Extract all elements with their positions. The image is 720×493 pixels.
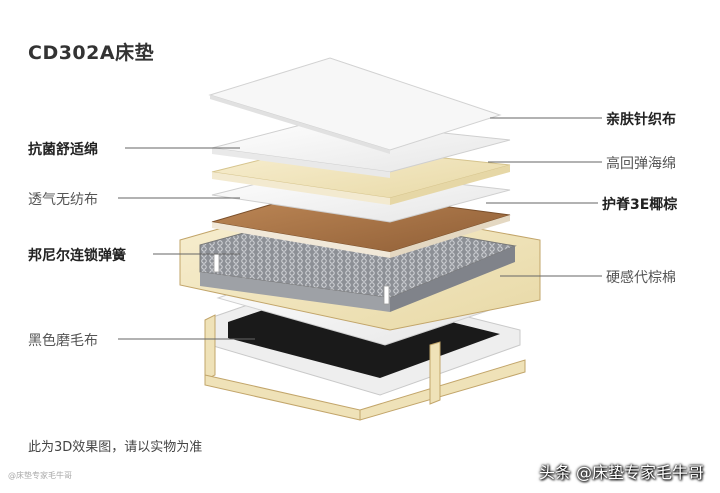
label-fiber-felt: 硬感代棕棉 [606,270,676,286]
page-title: CD302A床垫 [28,42,155,64]
label-knitted-fabric: 亲肤针织布 [606,112,676,128]
label-black-cloth: 黑色磨毛布 [28,333,98,349]
label-antibacterial-foam: 抗菌舒适绵 [28,142,98,158]
layer-knitted-fabric [208,57,502,154]
brand-watermark: 头条 @床垫专家毛牛哥 [538,463,704,482]
small-watermark: @床垫专家毛牛哥 [8,471,72,480]
disclaimer-note: 此为3D效果图，请以实物为准 [28,440,203,455]
label-nonwoven: 透气无纺布 [28,192,98,208]
label-high-resilience-foam: 高回弹海绵 [606,156,676,172]
label-3e-coir: 护脊3E椰棕 [602,197,678,213]
label-bonnell-springs: 邦尼尔连锁弹簧 [28,248,126,264]
leader-lines [118,117,602,340]
